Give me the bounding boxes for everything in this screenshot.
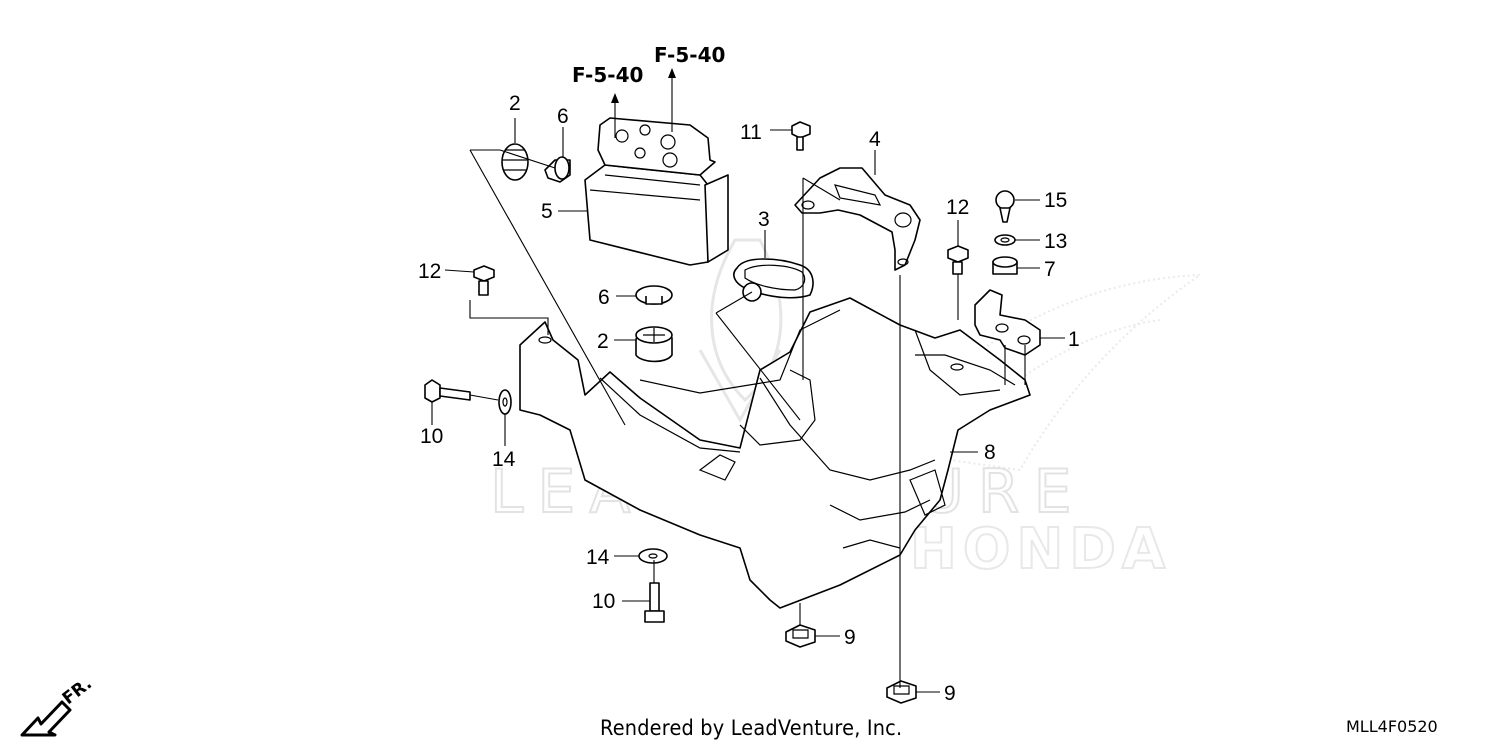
collar-part-6-upper: [544, 156, 571, 183]
grommet-part-2-upper: [501, 143, 529, 181]
bolt-part-11: [791, 121, 811, 151]
bracket-part-4: [794, 167, 921, 271]
callout-8[interactable]: 8: [984, 441, 996, 464]
grommet-part-7: [992, 256, 1018, 275]
collar-part-6-lower: [635, 285, 673, 305]
callout-11[interactable]: 11: [740, 121, 762, 144]
callout-12-left[interactable]: 12: [418, 260, 441, 283]
callout-10-bottom[interactable]: 10: [592, 590, 615, 613]
bolt-part-12-right: [947, 245, 969, 275]
callout-3[interactable]: 3: [758, 208, 770, 231]
callout-4[interactable]: 4: [869, 128, 881, 151]
render-credit: Rendered by LeadVenture, Inc.: [600, 716, 903, 740]
ref-label-lower[interactable]: F-5-40: [572, 63, 643, 87]
washer-part-14-left: [498, 389, 512, 415]
callout-5[interactable]: 5: [541, 200, 553, 223]
callout-2-upper[interactable]: 2: [509, 92, 521, 115]
lower-cover-part-8: [519, 297, 1031, 609]
callout-15[interactable]: 15: [1044, 189, 1067, 212]
callout-2-lower[interactable]: 2: [597, 330, 609, 353]
callout-6-lower[interactable]: 6: [598, 286, 610, 309]
ref-arrow-upper-head: [668, 68, 676, 78]
callout-13[interactable]: 13: [1044, 230, 1067, 253]
front-direction-indicator: FR.: [20, 674, 96, 737]
callout-7[interactable]: 7: [1044, 258, 1056, 281]
leader-lines: [431, 68, 1065, 693]
callout-9-right[interactable]: 9: [944, 682, 956, 705]
bolt-part-10-bottom: [644, 582, 665, 623]
stay-part-1: [974, 289, 1041, 356]
bolt-part-12-left: [473, 265, 495, 296]
callout-14-bottom[interactable]: 14: [586, 546, 610, 569]
clamp-part-3: [733, 258, 814, 302]
honda-wing-watermark: HONDA: [878, 273, 1204, 583]
callout-6-upper[interactable]: 6: [557, 105, 569, 128]
callout-1[interactable]: 1: [1068, 328, 1080, 351]
abs-modulator-part-5: [584, 117, 729, 266]
callout-14-left[interactable]: 14: [492, 448, 516, 471]
washer-part-13: [994, 234, 1016, 246]
nut-part-9-center: [785, 624, 816, 648]
callout-10-left[interactable]: 10: [420, 425, 443, 448]
nut-part-9-right: [886, 680, 917, 704]
callout-12-right[interactable]: 12: [946, 196, 969, 219]
grommet-part-2-lower: [635, 326, 673, 363]
callout-9-center[interactable]: 9: [844, 626, 856, 649]
washer-part-14-bottom: [638, 548, 668, 564]
honda-watermark-text: HONDA: [910, 517, 1171, 582]
ref-label-upper[interactable]: F-5-40: [654, 43, 725, 67]
ref-arrow-lower-head: [611, 93, 619, 103]
bolt-part-10-left: [424, 379, 471, 403]
screw-part-15: [995, 190, 1015, 223]
front-arrow-icon: [20, 700, 72, 737]
diagram-code: MLL4F0520: [1346, 717, 1438, 736]
